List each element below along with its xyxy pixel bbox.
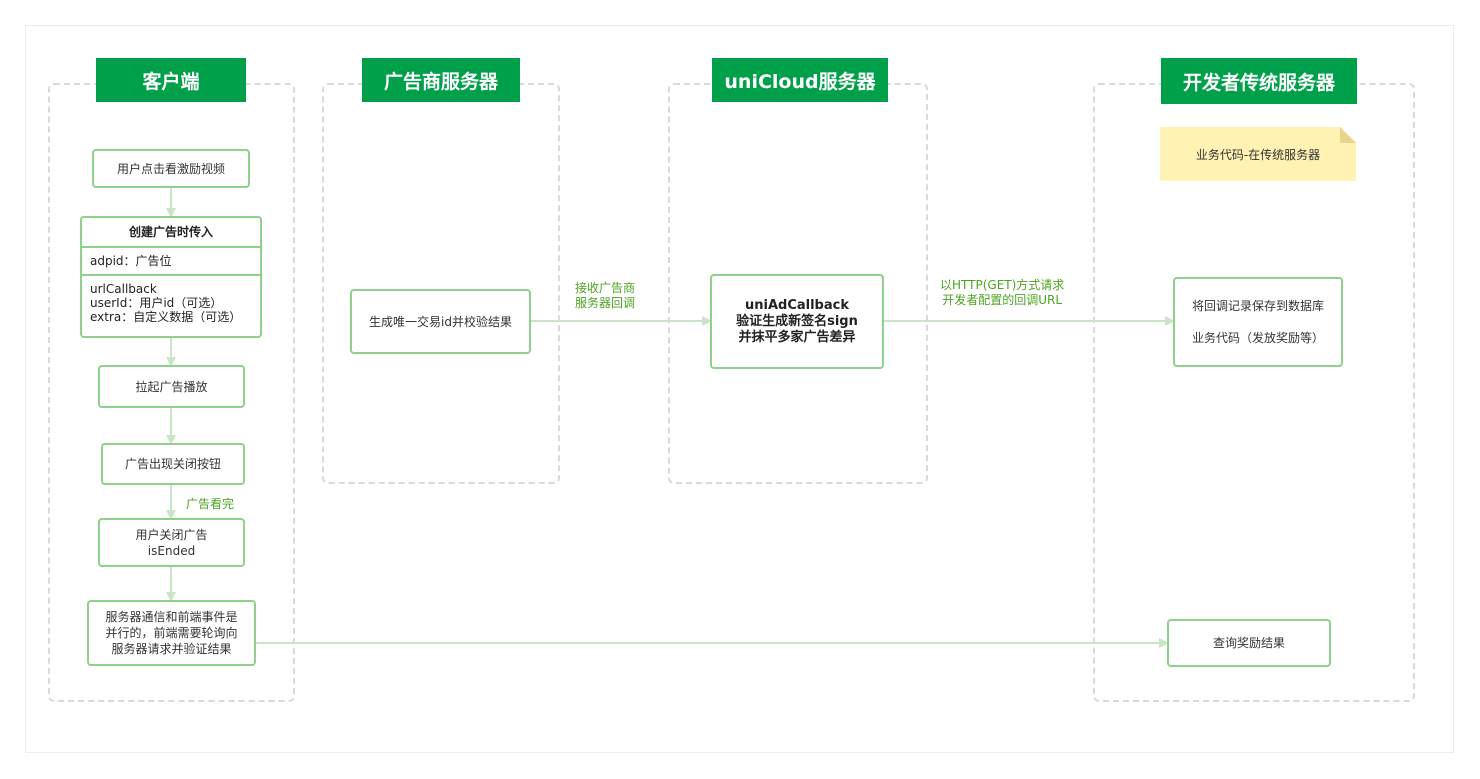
node-click-video-text: 用户点击看激励视频 xyxy=(116,161,225,176)
node-uniad-callback-line1: uniAdCallback xyxy=(745,297,849,313)
create-ad-userid: userId：用户id（可选） xyxy=(90,296,223,310)
create-ad-urlcallback: urlCallback xyxy=(90,282,157,296)
node-query-reward-text: 查询奖励结果 xyxy=(1212,636,1285,650)
node-uniad-callback-line3: 并抹平多家广告差异 xyxy=(738,329,856,345)
note-business-code-text: 业务代码-在传统服务器 xyxy=(1195,147,1321,162)
node-launch-ad-text: 拉起广告播放 xyxy=(135,379,208,394)
node-close-button: 广告出现关闭按钮 xyxy=(101,443,245,485)
create-ad-params: urlCallback userId：用户id（可选） extra：自定义数据（… xyxy=(82,276,260,324)
header-dev-server: 开发者传统服务器 xyxy=(1161,58,1357,104)
node-save-record-line1: 将回调记录保存到数据库 xyxy=(1191,299,1324,313)
node-uniad-callback: uniAdCallback 验证生成新签名sign 并抹平多家广告差异 xyxy=(710,274,884,369)
node-close-button-text: 广告出现关闭按钮 xyxy=(124,457,221,471)
edge-label-http-get-line2: 开发者配置的回调URL xyxy=(942,293,1063,307)
node-user-close-line1: 用户关闭广告 xyxy=(135,527,208,542)
create-ad-adpid: adpid：广告位 xyxy=(82,248,260,276)
node-save-record-line2: 业务代码（发放奖励等） xyxy=(1191,331,1324,345)
edge-label-receive-line1: 接收广告商 xyxy=(575,281,636,295)
node-query-reward: 查询奖励结果 xyxy=(1167,619,1331,667)
node-user-close: 用户关闭广告 isEnded xyxy=(98,518,245,567)
note-business-code: 业务代码-在传统服务器 xyxy=(1160,127,1356,181)
node-gen-id: 生成唯一交易id并校验结果 xyxy=(350,289,531,354)
node-uniad-callback-line2: 验证生成新签名sign xyxy=(736,313,858,329)
note-shape xyxy=(1160,127,1356,181)
canvas-frame xyxy=(25,25,1454,753)
node-poll-line1: 服务器通信和前端事件是 xyxy=(105,610,238,624)
node-create-ad: 创建广告时传入 adpid：广告位 urlCallback userId：用户i… xyxy=(80,216,262,338)
node-gen-id-text: 生成唯一交易id并校验结果 xyxy=(369,314,512,329)
header-unicloud: uniCloud服务器 xyxy=(712,58,888,102)
edge-label-receive-line2: 服务器回调 xyxy=(575,296,636,310)
edge-label-http-get: 以HTTP(GET)方式请求 开发者配置的回调URL xyxy=(940,278,1064,308)
edge-label-receive: 接收广告商 服务器回调 xyxy=(575,281,635,311)
node-launch-ad: 拉起广告播放 xyxy=(98,365,245,408)
node-poll: 服务器通信和前端事件是 并行的，前端需要轮询向 服务器请求并验证结果 xyxy=(87,600,256,666)
edge-label-http-get-line1: 以HTTP(GET)方式请求 xyxy=(940,278,1065,292)
node-save-record: 将回调记录保存到数据库 业务代码（发放奖励等） xyxy=(1173,277,1343,367)
header-ad-server: 广告商服务器 xyxy=(362,58,520,102)
edge-label-watched: 广告看完 xyxy=(186,497,235,511)
node-user-close-line2: isEnded xyxy=(147,543,196,558)
create-ad-extra: extra：自定义数据（可选） xyxy=(90,310,242,324)
node-poll-line3: 服务器请求并验证结果 xyxy=(111,642,232,656)
create-ad-title: 创建广告时传入 xyxy=(82,218,260,248)
node-poll-line2: 并行的，前端需要轮询向 xyxy=(105,626,238,640)
node-click-video: 用户点击看激励视频 xyxy=(92,149,250,188)
header-client: 客户端 xyxy=(96,58,246,102)
